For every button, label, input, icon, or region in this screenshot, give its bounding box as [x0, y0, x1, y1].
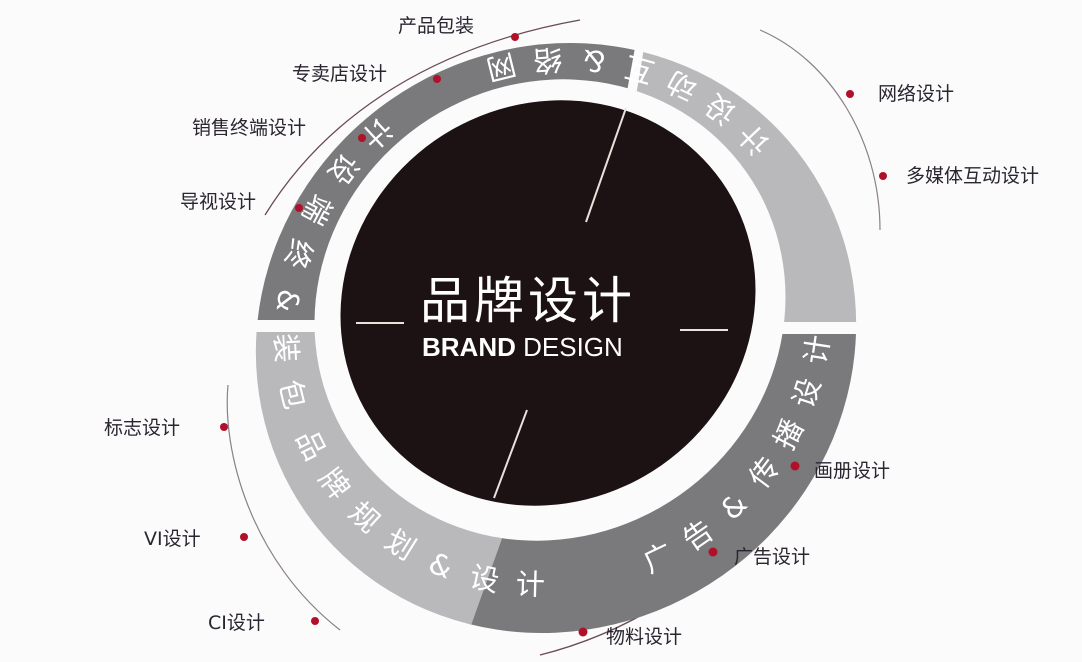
- guide-arc-right: [759, 29, 881, 231]
- dot-icon: [240, 533, 248, 541]
- divider-bottom: [493, 409, 528, 499]
- center-core: 品牌设计 BRAND DESIGN: [340, 100, 756, 506]
- segment-label-char: 装: [268, 332, 304, 367]
- dot-icon: [578, 627, 588, 637]
- dot-icon: [879, 172, 887, 180]
- dot-icon: [708, 547, 718, 557]
- segment-label-char: 包: [273, 376, 314, 416]
- center-ellipse: [340, 100, 756, 506]
- segment-label-char: &: [269, 287, 306, 318]
- satellite-label: 广告设计: [734, 546, 810, 568]
- divider-top: [585, 107, 627, 223]
- dot-icon: [311, 617, 319, 625]
- dot-icon: [220, 423, 228, 431]
- dot-icon: [511, 33, 519, 41]
- dot-icon: [433, 75, 441, 83]
- guide-arc-left: [226, 384, 341, 631]
- title-chinese: 品牌设计: [420, 272, 636, 330]
- dot-icon: [846, 90, 854, 98]
- satellite-label: 产品包装: [398, 15, 474, 37]
- segment-label-char: 计: [515, 567, 549, 602]
- satellite-label: 导视设计: [180, 191, 256, 213]
- segment-label-char: 网: [479, 47, 519, 88]
- satellite-label: 多媒体互动设计: [906, 165, 1039, 187]
- satellite-label: 标志设计: [104, 417, 180, 439]
- dot-icon: [358, 134, 366, 142]
- segment-label-char: &: [577, 42, 607, 78]
- satellite-label: 销售终端设计: [192, 117, 306, 139]
- segment-label-char: 络: [528, 42, 563, 78]
- title-english: BRAND DESIGN: [422, 332, 623, 362]
- dot-icon: [295, 204, 303, 212]
- satellite-label: 画册设计: [814, 460, 890, 482]
- guide-arc-top: [264, 19, 581, 216]
- satellite-label: VI设计: [144, 528, 201, 550]
- dot-icon: [790, 461, 800, 471]
- segment-label-char: 设: [467, 559, 506, 599]
- satellite-label: 物料设计: [606, 626, 682, 648]
- segment-label-char: 计: [798, 329, 837, 367]
- satellite-label: 专卖店设计: [292, 63, 387, 85]
- satellite-label: CI设计: [208, 612, 265, 634]
- satellite-label: 网络设计: [878, 83, 954, 105]
- satellites: 产品包装 专卖店设计 销售终端设计 导视设计 网络设计 多媒体互动设计 画册设计…: [104, 15, 1039, 648]
